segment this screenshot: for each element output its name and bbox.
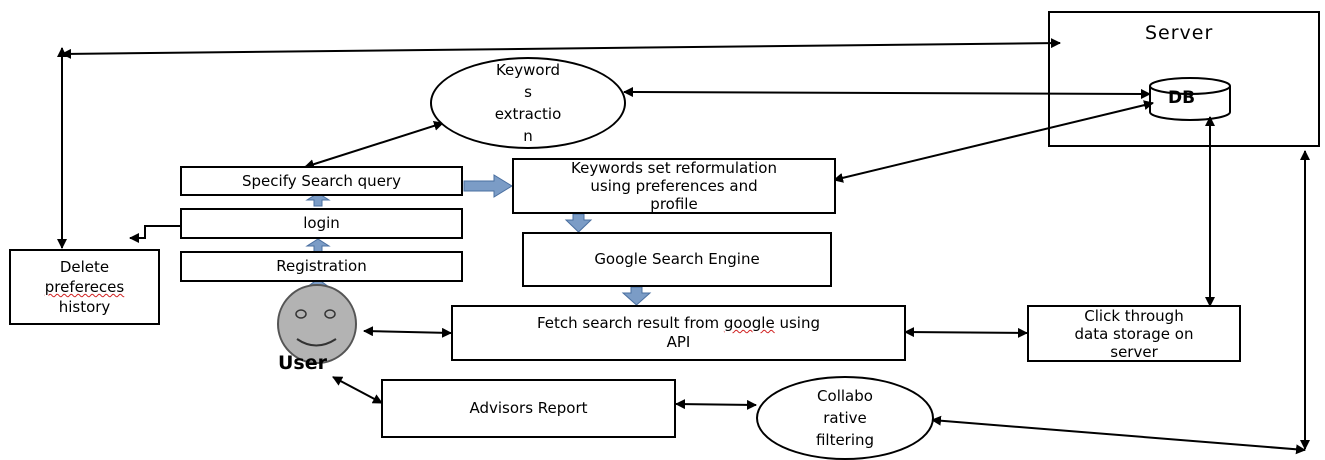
fetch-node: Fetch search result from google using AP… [451, 305, 906, 361]
specify-query-node: Specify Search query [180, 166, 463, 196]
connector-collab-right [931, 415, 1306, 455]
keywords-extraction-label: Keyword s extractio n [494, 61, 562, 145]
fetch-label-google: google [723, 314, 775, 332]
fetch-label-after: using API [666, 314, 820, 351]
user-label: User [278, 352, 327, 374]
fetch-label-before: Fetch search result from [536, 314, 724, 332]
advisors-report-node: Advisors Report [381, 379, 676, 438]
flow-arrow-query-reformulation [463, 174, 513, 198]
flow-arrow-login-query [305, 192, 331, 207]
collaborative-filtering-node: Collabo rative filtering [756, 376, 934, 460]
server-title: Server [1145, 22, 1214, 44]
connector-db-reformulation [833, 100, 1154, 183]
delete-history-node: Delete prefereces history [9, 249, 160, 325]
reformulation-node: Keywords set reformulation using prefere… [512, 158, 836, 214]
keywords-extraction-node: Keyword s extractio n [430, 57, 626, 149]
db-label: DB [1168, 88, 1196, 108]
connector-keywords-query [304, 120, 444, 170]
specify-query-label: Specify Search query [242, 171, 401, 190]
collaborative-filtering-label: Collabo rative filtering [815, 387, 875, 449]
google-engine-label: Google Search Engine [594, 250, 760, 268]
registration-node: Registration [180, 251, 463, 282]
fetch-label: Fetch search result from google using AP… [537, 314, 820, 352]
delete-history-line2: prefereces [44, 278, 125, 296]
connector-user-fetch [363, 326, 452, 338]
user-face-icon [277, 284, 357, 364]
advisors-report-label: Advisors Report [469, 399, 588, 417]
click-through-label: Click through data storage on server [1074, 306, 1194, 361]
click-through-node: Click through data storage on server [1027, 305, 1241, 362]
delete-history-line1: Delete [59, 258, 110, 276]
flow-arrow-google-fetch [621, 286, 652, 306]
reformulation-label: Keywords set reformulation using prefere… [571, 159, 777, 213]
login-label: login [303, 214, 340, 232]
google-engine-node: Google Search Engine [522, 232, 832, 287]
connector-login-delete [129, 225, 180, 243]
connector-fetch-clickthrough [904, 327, 1028, 338]
connector-advisors-collab [675, 399, 757, 410]
login-node: login [180, 208, 463, 239]
flow-arrow-reformulation-google [564, 213, 593, 233]
registration-label: Registration [276, 257, 367, 275]
connector-history-server [61, 38, 1061, 59]
connector-keywords-db [623, 87, 1151, 99]
connector-user-advisors [332, 376, 383, 404]
delete-history-line3: history [58, 298, 111, 316]
